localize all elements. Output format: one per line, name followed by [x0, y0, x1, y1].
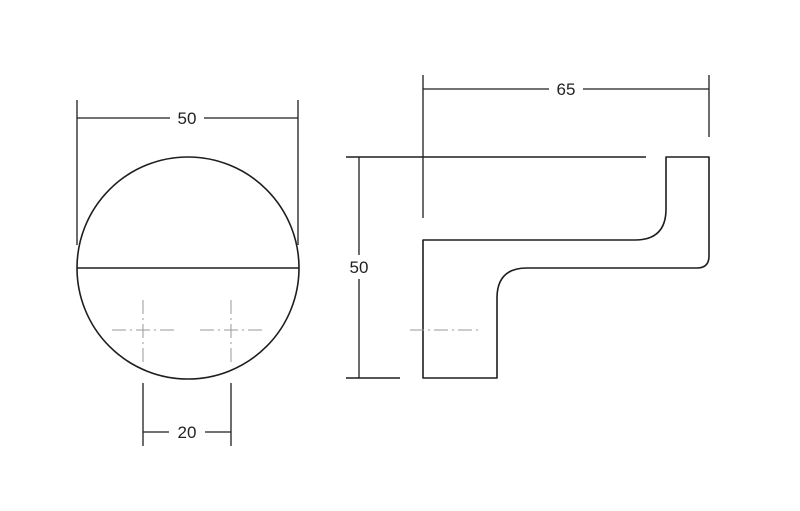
dimension-hole-spacing: 20: [142, 383, 232, 446]
dimension-diameter: 50: [76, 100, 299, 245]
dimension-length-label: 65: [557, 80, 576, 99]
hole-left-centerline: [112, 300, 176, 362]
side-view: 65 50: [344, 75, 710, 379]
dimension-hole-spacing-label: 20: [178, 423, 197, 442]
dimension-length: 65: [422, 75, 710, 218]
front-view: 50 20: [76, 100, 300, 446]
dimension-height-label: 50: [350, 258, 369, 277]
hole-right-centerline: [200, 300, 263, 362]
side-view-profile: [422, 156, 710, 379]
dimension-diameter-label: 50: [178, 109, 197, 128]
dimension-height: 50: [344, 157, 374, 378]
